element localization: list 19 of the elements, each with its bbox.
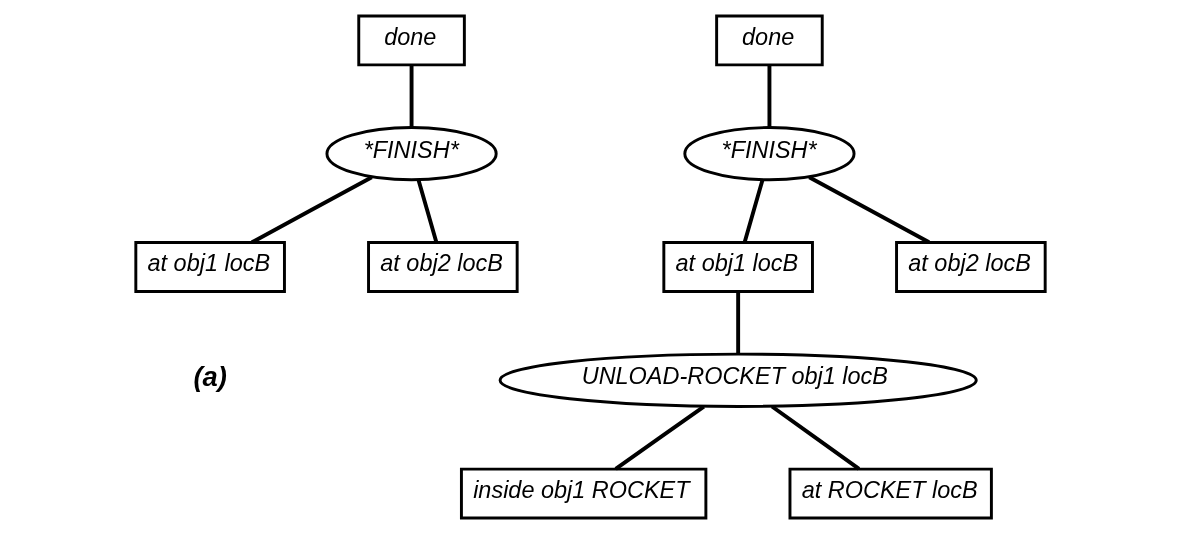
node-box: at obj2 locB: [367, 241, 519, 293]
node-box: inside obj1 ROCKET: [459, 467, 708, 520]
connector: [409, 65, 414, 127]
connector: [736, 291, 741, 354]
node-ellipse: *FINISH*: [325, 126, 498, 182]
connector: [770, 404, 861, 471]
connector: [416, 179, 439, 243]
node-box: at obj2 locB: [895, 241, 1047, 293]
label: (a): [193, 360, 227, 392]
node-ellipse: *FINISH*: [683, 126, 856, 182]
node-box: at obj1 locB: [662, 241, 814, 293]
connector: [742, 179, 765, 243]
node-ellipse: UNLOAD-ROCKET obj1 locB: [498, 352, 978, 408]
node-box: at obj1 locB: [134, 241, 286, 293]
node-box: done: [715, 14, 824, 67]
connector: [614, 404, 705, 471]
connector: [767, 65, 772, 127]
node-box: at ROCKET locB: [788, 467, 993, 520]
node-box: done: [357, 14, 466, 67]
